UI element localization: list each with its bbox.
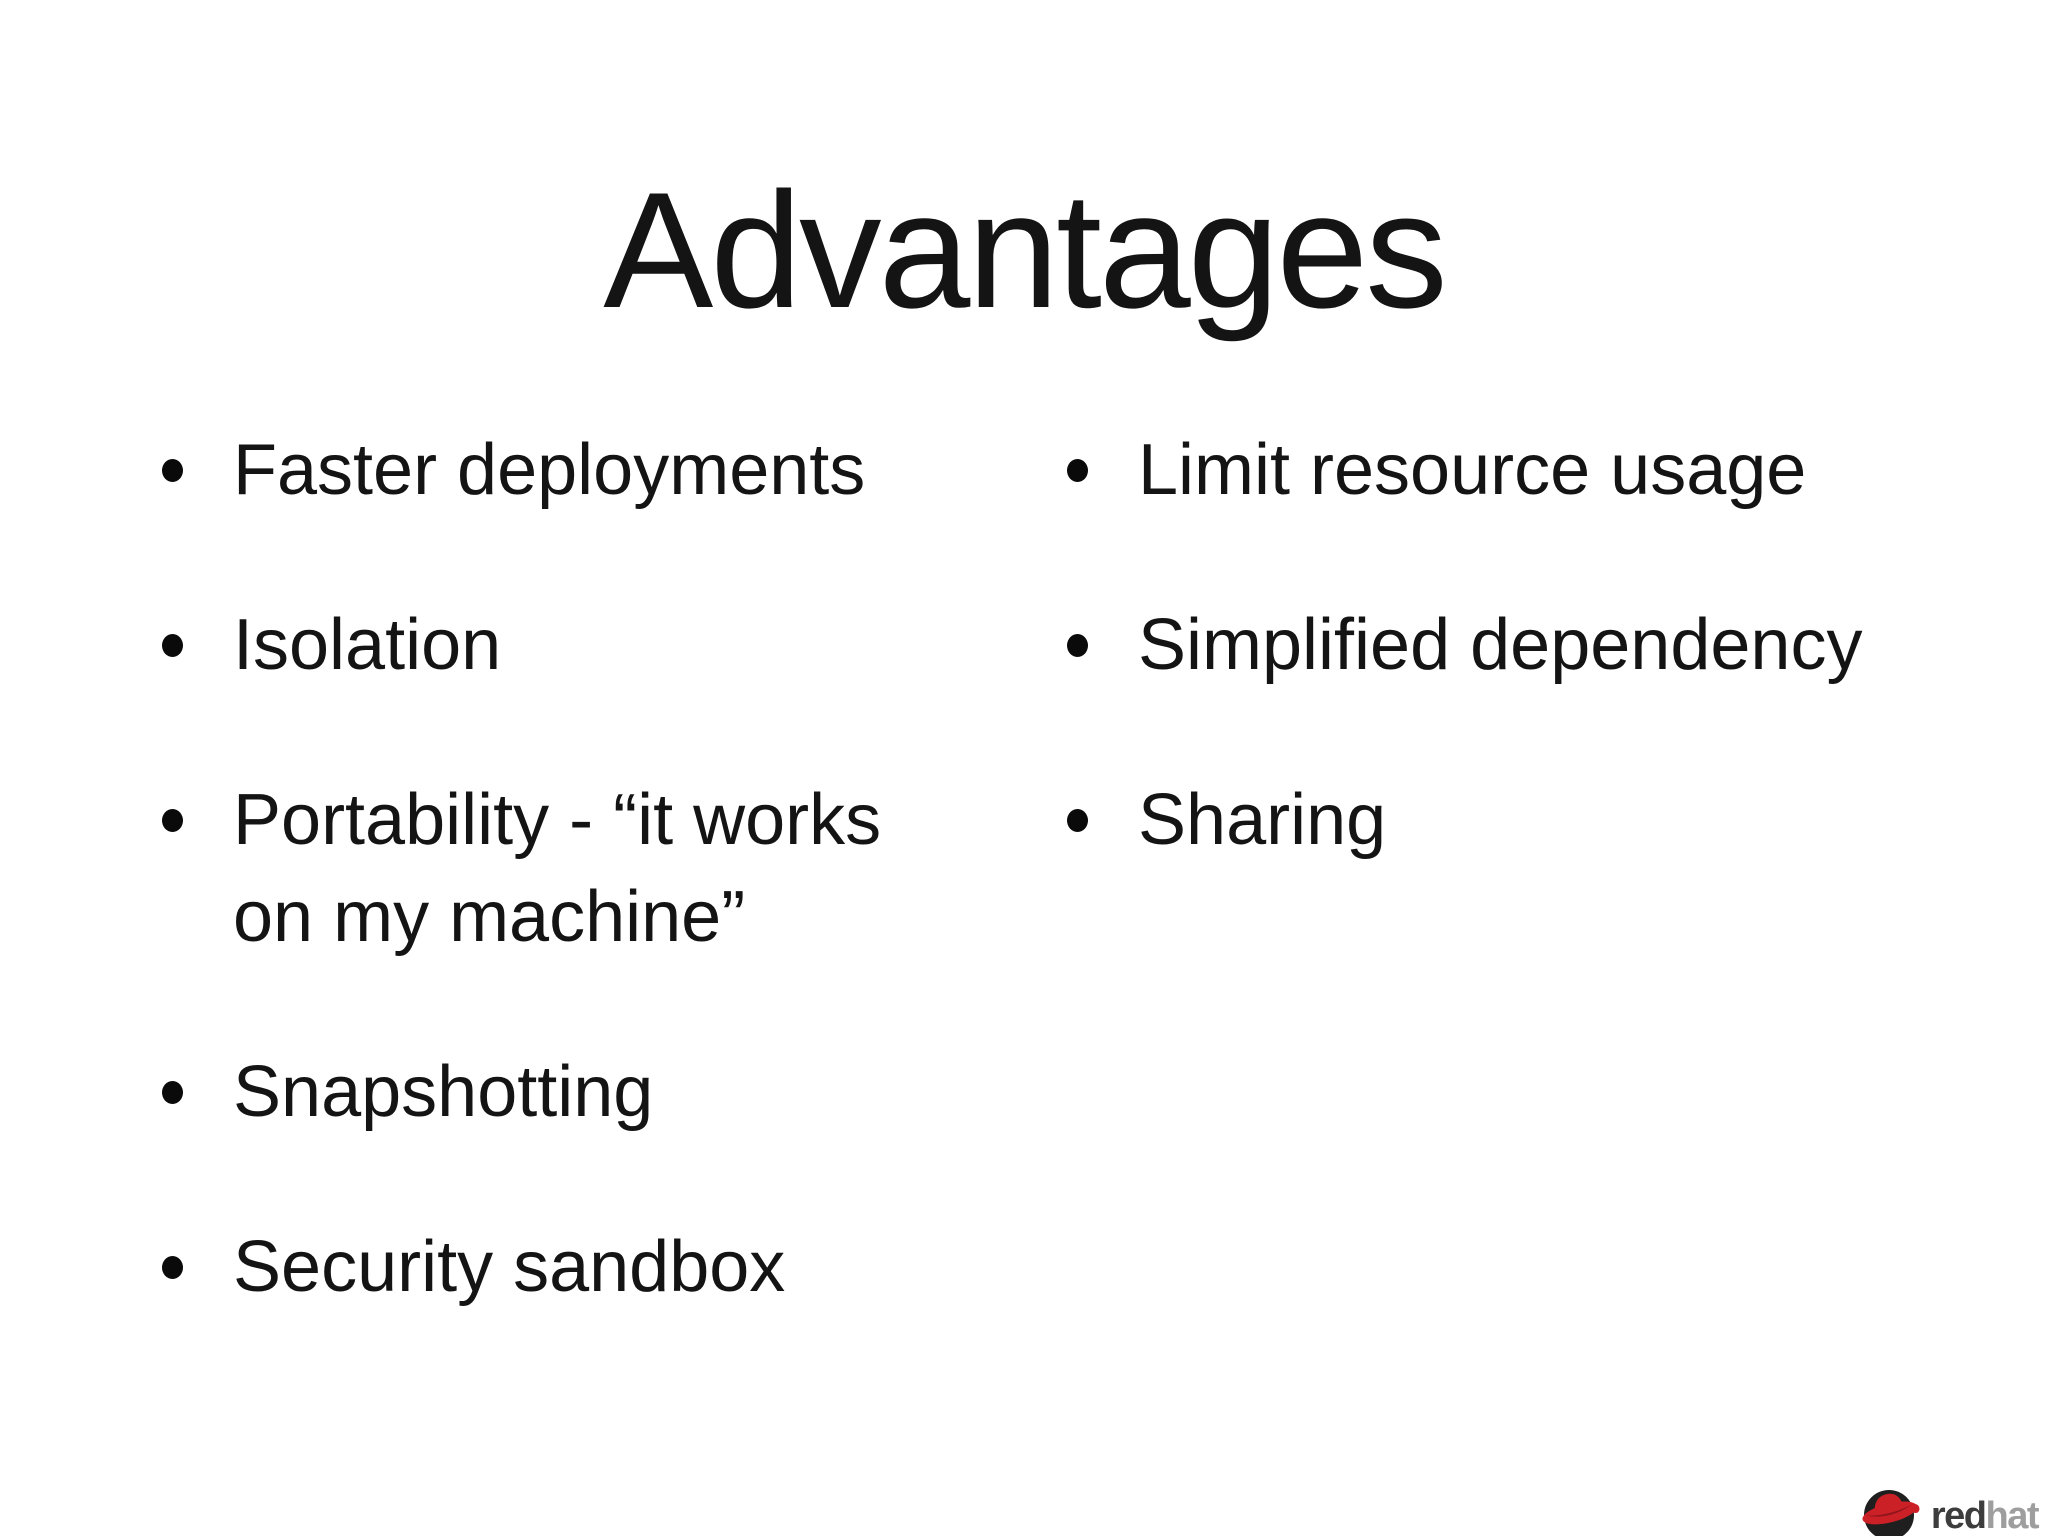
bullet-columns: Faster deployments Isolation Portability… — [162, 422, 2008, 1316]
bullet-icon — [1067, 634, 1088, 657]
redhat-logo: redhat — [1859, 1486, 2040, 1536]
bullet-item-label: Snapshotting — [233, 1052, 654, 1132]
bullet-item: Simplified dependency — [1067, 597, 1967, 694]
bullet-item-label: Portability - “it works on my machine” — [233, 780, 882, 957]
wordmark-hat: hat — [1985, 1495, 2040, 1536]
bullet-item-label: Faster deployments — [233, 430, 866, 510]
bullet-icon — [162, 1081, 183, 1104]
bullet-item-label: Security sandbox — [233, 1227, 786, 1307]
bullet-icon — [162, 1256, 183, 1279]
right-column: Limit resource usage Simplified dependen… — [1067, 422, 1967, 1316]
bullet-list-left: Faster deployments Isolation Portability… — [162, 422, 1067, 1316]
bullet-item: Limit resource usage — [1067, 422, 1967, 519]
bullet-item-label: Sharing — [1138, 780, 1387, 860]
bullet-item: Sharing — [1067, 772, 1967, 869]
bullet-item-label: Isolation — [233, 605, 502, 685]
wordmark-red: red — [1930, 1495, 1987, 1536]
bullet-item: Portability - “it works on my machine” — [162, 772, 1067, 966]
bullet-item: Isolation — [162, 597, 1067, 694]
bullet-item: Security sandbox — [162, 1219, 1067, 1316]
bullet-item-label: Simplified dependency — [1138, 605, 1863, 685]
bullet-item-label: Limit resource usage — [1138, 430, 1807, 510]
bullet-icon — [162, 634, 183, 657]
bullet-icon — [162, 459, 183, 482]
bullet-item: Snapshotting — [162, 1044, 1067, 1141]
bullet-list-right: Limit resource usage Simplified dependen… — [1067, 422, 1967, 869]
bullet-icon — [162, 809, 183, 832]
bullet-item: Faster deployments — [162, 422, 1067, 519]
slide-title: Advantages — [603, 158, 1448, 342]
left-column: Faster deployments Isolation Portability… — [162, 422, 1067, 1316]
redhat-hat-icon — [1859, 1486, 1921, 1536]
bullet-icon — [1067, 459, 1088, 482]
redhat-wordmark: redhat — [1930, 1494, 2040, 1536]
bullet-icon — [1067, 809, 1088, 832]
